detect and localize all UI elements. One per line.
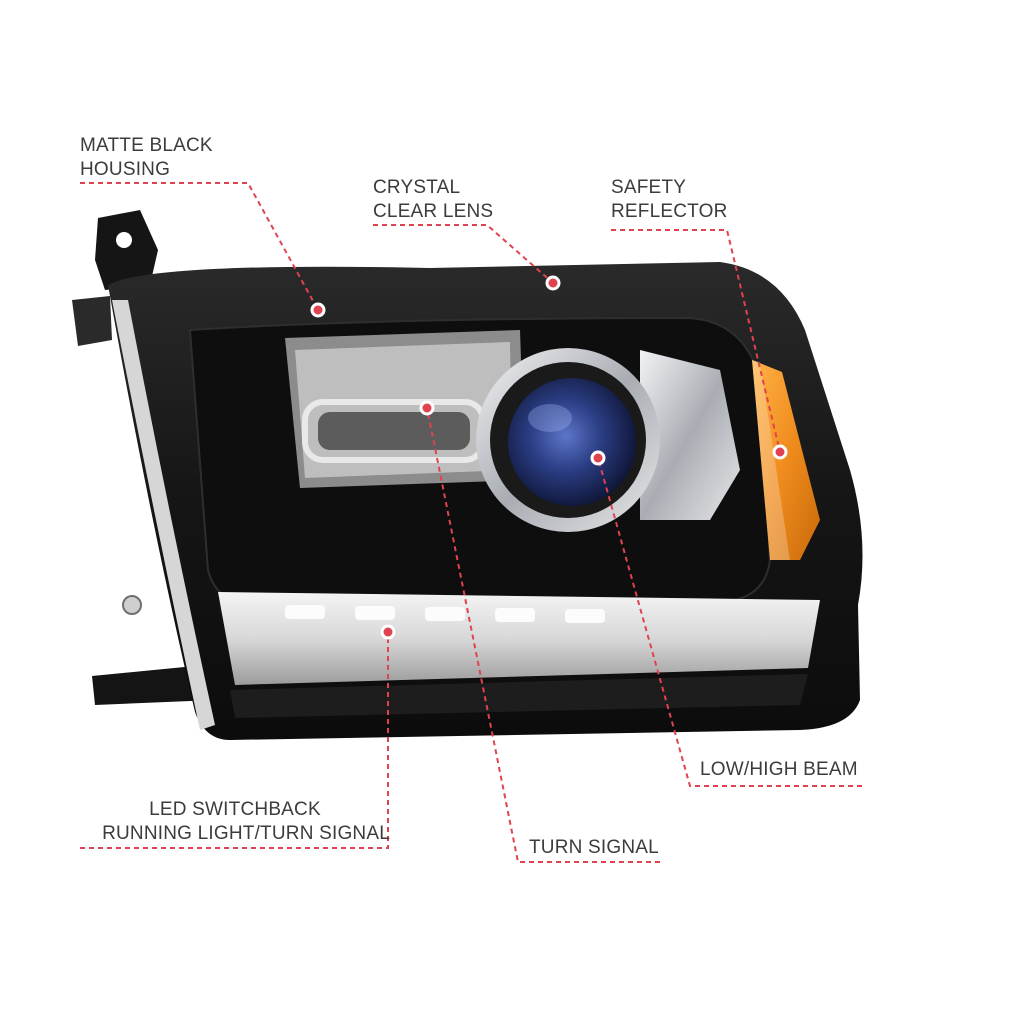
leader-turn xyxy=(426,407,660,863)
mounting-tab-top xyxy=(95,210,158,290)
leader-housing xyxy=(80,182,319,311)
screw-icon xyxy=(122,595,142,615)
mounting-hole xyxy=(116,232,132,248)
side-trim xyxy=(112,300,215,730)
callout-label-housing: MATTE BLACK HOUSING xyxy=(80,135,213,180)
callout-label-reflector: SAFETY REFLECTOR xyxy=(611,177,728,222)
callout-label-lens: CRYSTAL CLEAR LENS xyxy=(373,177,494,222)
lens-highlight xyxy=(528,404,572,432)
callout-label-turn: TURN SIGNAL xyxy=(529,837,659,858)
leader-reflector xyxy=(611,229,781,453)
leader-led-dot xyxy=(380,624,396,640)
callout-label-beam: LOW/HIGH BEAM xyxy=(700,759,858,780)
projector-shroud xyxy=(640,350,740,520)
leader-housing-dot xyxy=(310,302,326,318)
mounting-tab-left xyxy=(72,296,112,346)
turn-signal-inner xyxy=(318,412,470,450)
leader-turn-dot xyxy=(419,400,435,416)
leader-beam-dot xyxy=(590,450,606,466)
leader-lens xyxy=(373,224,554,284)
lower-trim xyxy=(230,674,808,718)
projector-lens xyxy=(508,378,636,506)
amber-reflector-edge xyxy=(752,360,790,560)
mounting-tab-bottom xyxy=(92,665,215,705)
callout-label-led: LED SWITCHBACK RUNNING LIGHT/TURN SIGNAL xyxy=(102,799,390,844)
leader-reflector-dot xyxy=(772,444,788,460)
leader-beam xyxy=(597,457,862,787)
led-nodes xyxy=(285,605,605,623)
leader-led xyxy=(80,632,389,849)
leader-lens-dot xyxy=(545,275,561,291)
